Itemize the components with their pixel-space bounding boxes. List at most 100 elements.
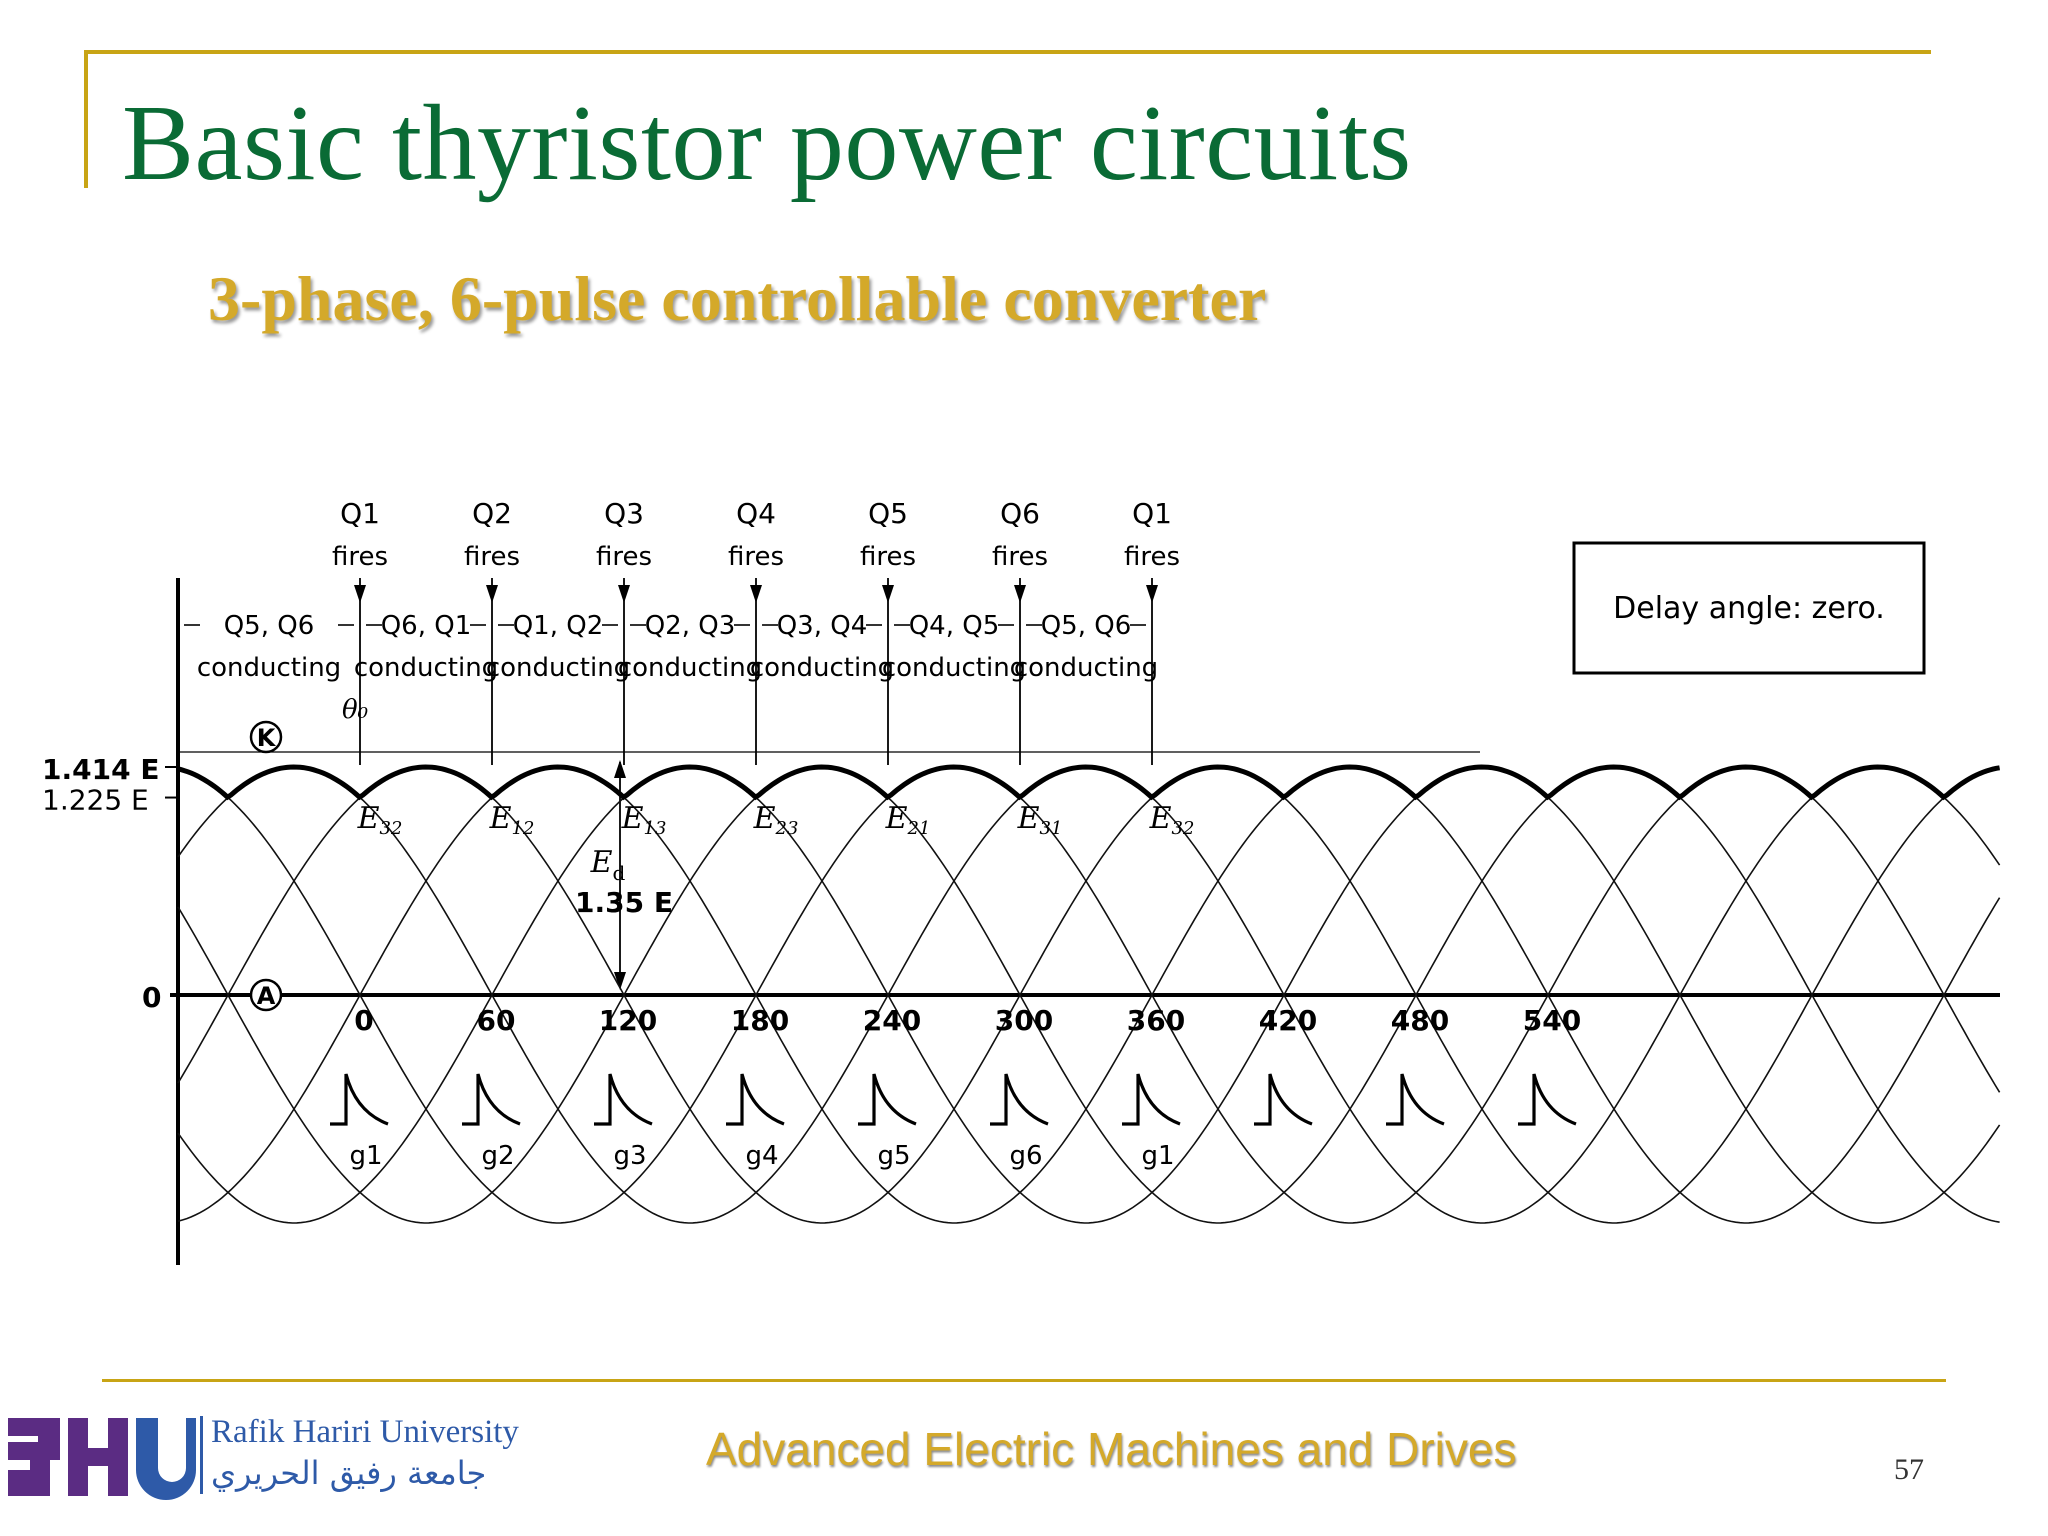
gate-pulse-icon <box>1386 1073 1445 1126</box>
page-number: 57 <box>1894 1453 1924 1486</box>
slide-title: Basic thyristor power circuits <box>122 84 1412 203</box>
line-voltage-curve <box>177 766 2001 1224</box>
angle-tick-label: 480 <box>1391 1004 1449 1037</box>
ed-arrow-up-icon <box>614 760 626 778</box>
theta-label: θ₀ <box>342 695 369 725</box>
angle-tick-label: 0 <box>354 1004 373 1037</box>
y-label-mid: 1.225 E <box>42 784 149 817</box>
output-voltage-envelope <box>177 764 2000 801</box>
gate-label: g2 <box>481 1141 514 1171</box>
node-k-label: K <box>257 724 277 752</box>
angle-tick-label: 60 <box>477 1004 516 1037</box>
angle-tick-label: 300 <box>995 1004 1053 1037</box>
course-footer: Advanced Electric Machines and Drives <box>706 1423 1517 1475</box>
fire-word-label: fires <box>332 542 388 572</box>
node-a-circle <box>249 978 283 1012</box>
university-name-english: Rafik Hariri University <box>211 1414 519 1450</box>
fire-word-label: fires <box>1124 542 1180 572</box>
conducting-word-label: conducting <box>354 653 498 683</box>
node-k-circle <box>249 720 283 754</box>
firing-arrow-icon <box>486 585 498 603</box>
line-voltage-label: E31 <box>1017 801 1063 839</box>
conducting-pair-label: Q1, Q2 <box>513 611 604 641</box>
fire-word-label: fires <box>992 542 1048 572</box>
firing-arrow-icon <box>354 585 366 603</box>
left-rule <box>84 50 88 188</box>
conducting-pair-label: Q5, Q6 <box>1041 611 1132 641</box>
gate-label: g1 <box>349 1141 382 1171</box>
fire-thyristor-label: Q6 <box>1000 497 1040 530</box>
firing-arrow-icon <box>618 585 630 603</box>
gate-label: g5 <box>877 1141 910 1171</box>
conducting-word-label: conducting <box>1014 653 1158 683</box>
firing-arrow-icon <box>1014 585 1026 603</box>
y-label-zero: 0 <box>142 981 161 1014</box>
ed-value-label: 1.35 E <box>575 886 673 919</box>
rhu-logo-icon <box>8 1418 196 1500</box>
slide-subtitle: 3-phase, 6-pulse controllable converter <box>208 263 1267 334</box>
fire-thyristor-label: Q1 <box>1132 497 1172 530</box>
conducting-word-label: conducting <box>618 653 762 683</box>
conducting-pair-label: Q2, Q3 <box>645 611 736 641</box>
delay-angle-label: Delay angle: zero. <box>1613 591 1885 626</box>
line-voltage-label: E12 <box>489 801 535 839</box>
ed-arrow-down-icon <box>614 972 626 990</box>
conducting-word-label: conducting <box>486 653 630 683</box>
gate-pulse-icon <box>1518 1073 1577 1126</box>
angle-tick-label: 120 <box>599 1004 657 1037</box>
conducting-pair-label: Q3, Q4 <box>777 611 868 641</box>
conducting-pair-label: Q5, Q6 <box>224 611 315 641</box>
angle-tick-label: 420 <box>1259 1004 1317 1037</box>
conducting-word-label: conducting <box>197 653 341 683</box>
firing-arrow-icon <box>750 585 762 603</box>
gate-pulse-icon <box>462 1073 521 1126</box>
conducting-pair-label: Q4, Q5 <box>909 611 1000 641</box>
firing-arrow-icon <box>1146 585 1158 603</box>
gate-pulse-icon <box>1122 1073 1181 1126</box>
gate-label: g6 <box>1009 1141 1042 1171</box>
ed-label: Ed <box>590 845 626 885</box>
conducting-word-label: conducting <box>882 653 1026 683</box>
conducting-word-label: conducting <box>750 653 894 683</box>
gate-label: g4 <box>745 1141 778 1171</box>
angle-tick-label: 180 <box>731 1004 789 1037</box>
top-rule <box>84 50 1931 54</box>
gate-pulse-icon <box>1254 1073 1313 1126</box>
fire-thyristor-label: Q5 <box>868 497 908 530</box>
gate-pulse-icon <box>726 1073 785 1126</box>
gate-label: g3 <box>613 1141 646 1171</box>
node-a-label: A <box>257 982 276 1010</box>
line-voltage-label: E23 <box>753 801 799 839</box>
gate-pulse-icon <box>330 1073 389 1126</box>
fire-word-label: fires <box>596 542 652 572</box>
angle-tick-label: 240 <box>863 1004 921 1037</box>
fire-word-label: fires <box>860 542 916 572</box>
angle-tick-label: 540 <box>1523 1004 1581 1037</box>
conducting-pair-label: Q6, Q1 <box>381 611 472 641</box>
firing-arrow-icon <box>882 585 894 603</box>
fire-thyristor-label: Q1 <box>340 497 380 530</box>
gate-pulse-icon <box>594 1073 653 1126</box>
university-name-arabic: جامعة رفيق الحريري <box>211 1454 487 1492</box>
angle-tick-label: 360 <box>1127 1004 1185 1037</box>
logo-separator <box>200 1416 203 1494</box>
bottom-rule <box>102 1379 1946 1382</box>
gate-pulse-icon <box>858 1073 917 1126</box>
line-voltage-label: E21 <box>885 801 931 839</box>
line-voltage-label: E13 <box>621 801 667 839</box>
gate-label: g1 <box>1141 1141 1174 1171</box>
line-voltage-label: E32 <box>1149 801 1195 839</box>
line-voltage-label: E32 <box>357 801 403 839</box>
fire-thyristor-label: Q4 <box>736 497 776 530</box>
fire-word-label: fires <box>728 542 784 572</box>
y-label-peak: 1.414 E <box>42 753 159 786</box>
delay-angle-box <box>1572 541 1926 675</box>
gate-pulse-icon <box>990 1073 1049 1126</box>
fire-thyristor-label: Q3 <box>604 497 644 530</box>
fire-thyristor-label: Q2 <box>472 497 512 530</box>
line-voltage-curve <box>177 766 2001 1224</box>
line-voltage-curve <box>177 766 2000 1224</box>
fire-word-label: fires <box>464 542 520 572</box>
